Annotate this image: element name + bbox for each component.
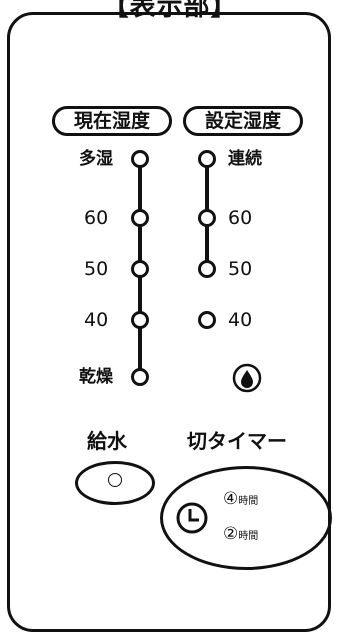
- set-led-40: [198, 311, 216, 329]
- set-led-continuous: [198, 150, 216, 168]
- current-level-60: 60: [84, 207, 109, 229]
- set-level-50: 50: [228, 258, 253, 280]
- timer-2-number: ②: [223, 524, 239, 544]
- current-level-50: 50: [84, 258, 109, 280]
- timer-4-unit: 時間: [238, 496, 259, 507]
- set-led-50: [198, 260, 216, 278]
- clock-icon: [176, 502, 208, 534]
- timer-option-2h: ②時間: [223, 524, 258, 547]
- set-led-60: [198, 209, 216, 227]
- water-drop-icon: [232, 363, 262, 393]
- water-button[interactable]: [75, 461, 155, 505]
- set-humidity-heading: 設定湿度: [183, 106, 303, 136]
- off-timer-button[interactable]: ④時間 ②時間: [160, 466, 332, 570]
- current-level-dry: 乾燥: [79, 367, 113, 387]
- current-led-40: [131, 311, 149, 329]
- current-level-humid: 多湿: [79, 149, 113, 169]
- set-level-continuous: 連続: [228, 149, 262, 169]
- timer-2-unit: 時間: [238, 531, 259, 542]
- current-level-40: 40: [84, 309, 109, 331]
- timer-option-4h: ④時間: [223, 489, 258, 512]
- timer-4-number: ④: [223, 489, 239, 509]
- current-led-60: [131, 209, 149, 227]
- water-led: [108, 473, 122, 487]
- panel-title: 【表示部】: [102, 0, 238, 22]
- off-timer-button-label: 切タイマー: [187, 429, 287, 453]
- current-led-humid: [131, 150, 149, 168]
- current-led-50: [131, 260, 149, 278]
- set-level-60: 60: [228, 207, 253, 229]
- indicator-led-grid: [131, 150, 262, 393]
- current-humidity-heading: 現在湿度: [52, 106, 172, 136]
- current-led-dry: [131, 368, 149, 386]
- water-button-label: 給水: [87, 429, 127, 453]
- set-level-40: 40: [228, 309, 253, 331]
